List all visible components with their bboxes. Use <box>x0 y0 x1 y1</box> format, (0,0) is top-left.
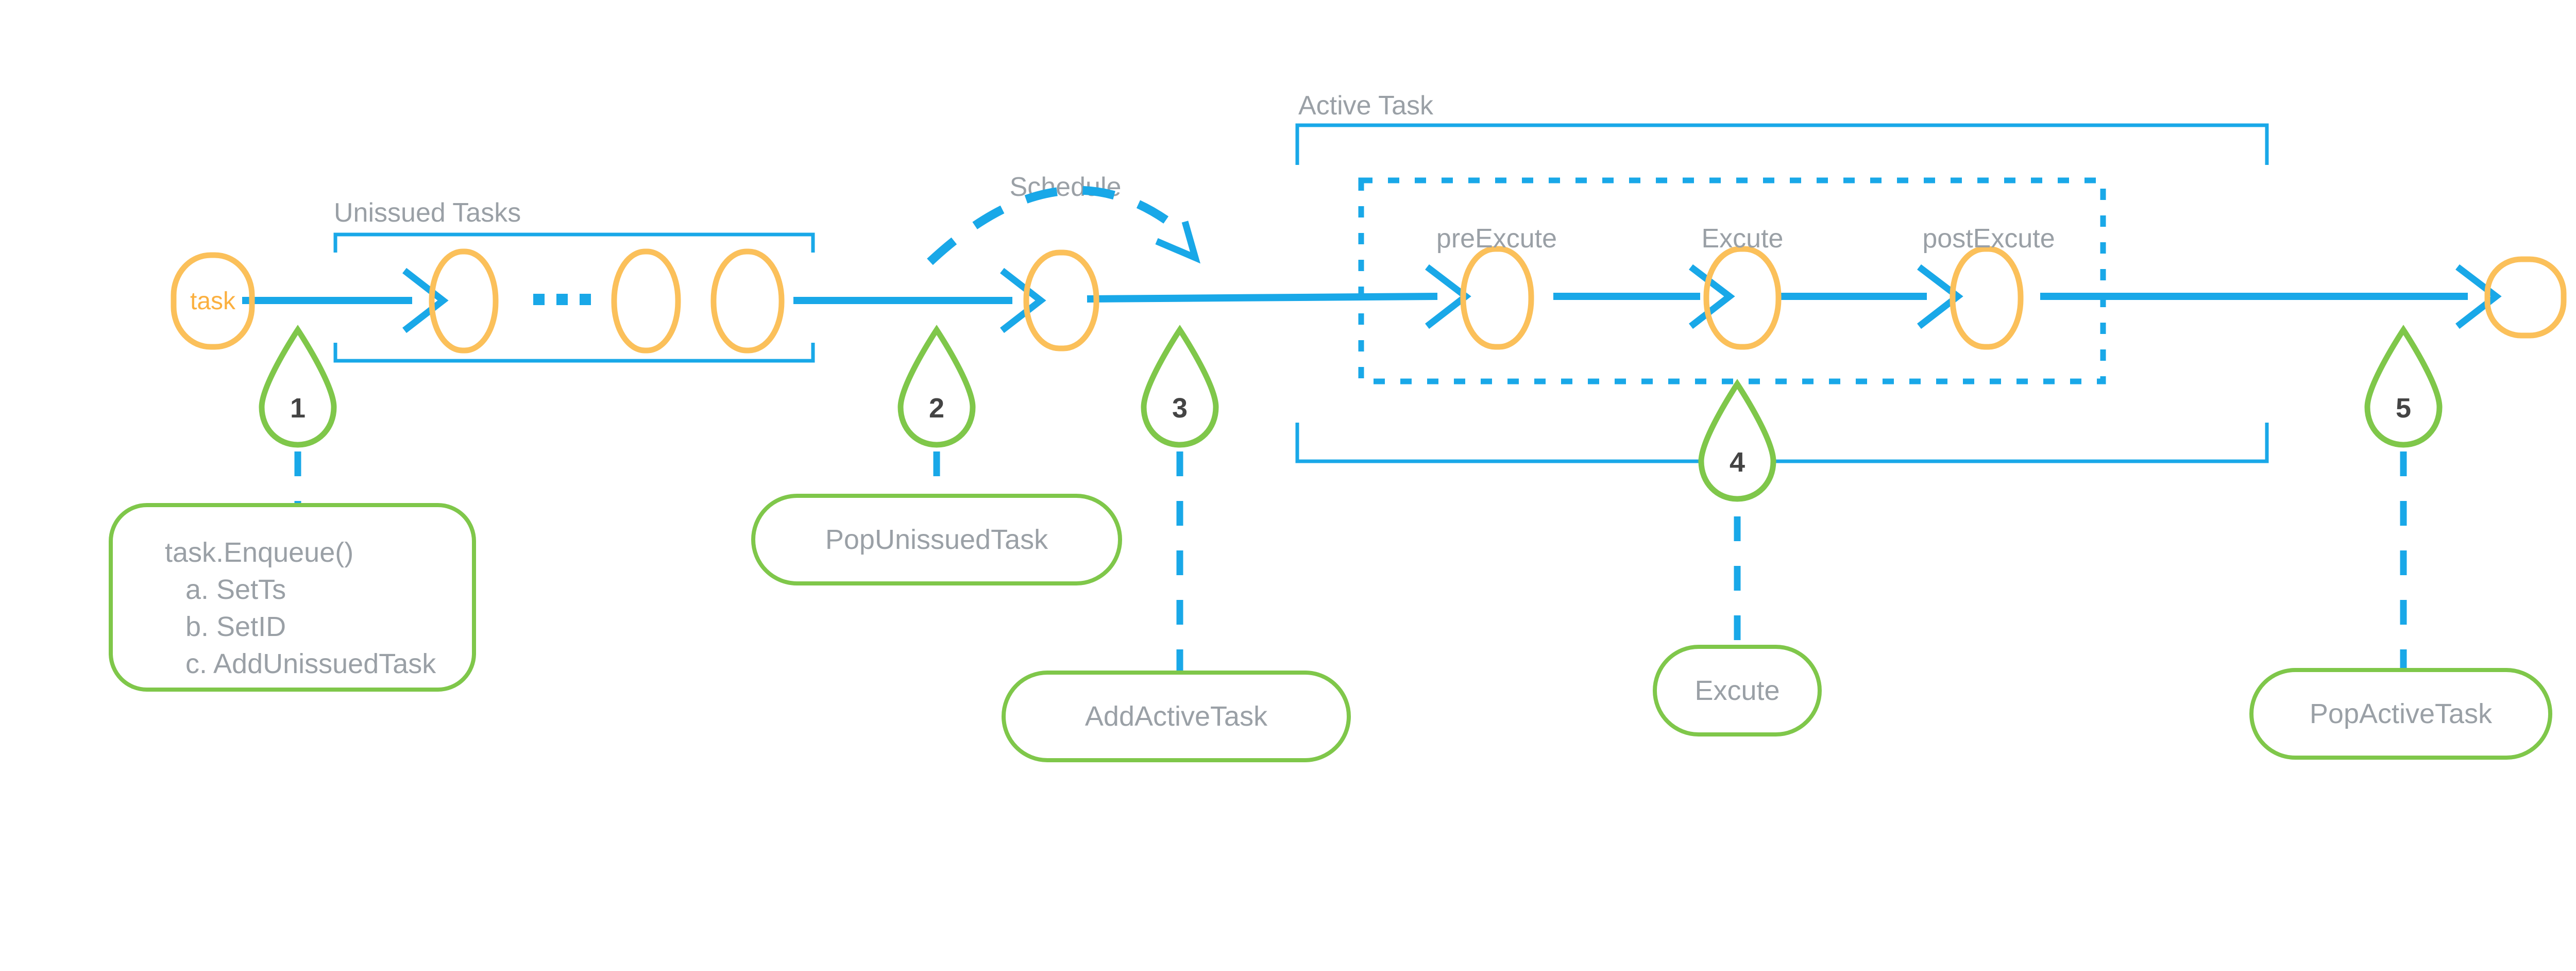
step-marker-4-number: 4 <box>1730 447 1745 478</box>
execute-pipeline-dotted-box <box>1358 177 2106 384</box>
callout-pop-unissued-label: PopUnissuedTask <box>825 524 1048 555</box>
active-task-label: Active Task <box>1298 91 1434 121</box>
callout-enqueue-box <box>109 503 476 692</box>
step-marker-2[interactable]: 2 <box>897 325 976 448</box>
unissued-tasks-bracket-top <box>333 232 815 253</box>
callout-add-active-label: AddActiveTask <box>1085 701 1268 732</box>
step-marker-1-number: 1 <box>290 393 306 424</box>
node-task[interactable] <box>171 252 255 350</box>
active-task-bracket-top <box>1295 123 2269 165</box>
step-markers: 1 2 3 4 5 <box>259 325 2443 502</box>
stage-label-post-execute: postExcute <box>1922 224 2055 254</box>
pipeline-nodes: task <box>171 246 2567 354</box>
active-task-bracket-bottom <box>1295 423 2269 463</box>
main-flow-line <box>242 293 2468 304</box>
queue-ellipsis-icon <box>533 294 591 305</box>
stage-label-pre-execute: preExcute <box>1436 224 1557 254</box>
node-task-label: task <box>190 288 236 315</box>
callout-enqueue-line-2: a. SetTs <box>185 574 286 605</box>
step-marker-5[interactable]: 5 <box>2364 325 2443 448</box>
step-marker-5-number: 5 <box>2396 393 2411 424</box>
step-marker-3-number: 3 <box>1172 393 1188 424</box>
callout-pop-active[interactable]: PopActiveTask <box>2249 668 2552 760</box>
callout-add-active[interactable]: AddActiveTask <box>1002 671 1351 762</box>
callout-enqueue-line-4: c. AddUnissuedTask <box>185 648 436 679</box>
callout-enqueue[interactable]: task.Enqueue() a. SetTs b. SetID c. AddU… <box>109 503 476 692</box>
callout-pop-active-box <box>2249 668 2552 760</box>
flow-segment-schedule-to-pre <box>1087 293 1438 303</box>
arrowhead-into-queue <box>402 267 449 333</box>
step-marker-2-number: 2 <box>929 393 944 424</box>
node-queued-1[interactable] <box>429 248 499 354</box>
callout-boxes: task.Enqueue() a. SetTs b. SetID c. AddU… <box>109 494 2552 762</box>
node-pre-execute[interactable] <box>1460 246 1534 350</box>
step-marker-4[interactable]: 4 <box>1698 379 1776 502</box>
arrowhead-into-done <box>2455 264 2502 329</box>
callout-pop-unissued-box <box>751 494 1122 585</box>
marker-connectors <box>294 402 2407 698</box>
stage-labels: preExcute Excute postExcute <box>1436 224 2055 254</box>
node-done[interactable] <box>2484 256 2567 339</box>
callout-excute-label: Excute <box>1694 675 1780 706</box>
arrowhead-into-schedule <box>1000 267 1046 333</box>
node-post-execute[interactable] <box>1950 246 2024 350</box>
schedule-arc-group: Schedule <box>927 172 1200 265</box>
callout-enqueue-line-1: task.Enqueue() <box>165 537 353 568</box>
arrowhead-into-post-execute <box>1917 264 1963 329</box>
callout-excute[interactable]: Excute <box>1653 645 1822 736</box>
callout-excute-box <box>1653 645 1822 736</box>
node-queued-3[interactable] <box>710 248 785 354</box>
stage-label-execute: Excute <box>1702 224 1784 254</box>
node-execute[interactable] <box>1703 246 1782 350</box>
schedule-arrowhead <box>1155 221 1200 264</box>
callout-add-active-box <box>1002 671 1351 762</box>
schedule-dashed-arc <box>927 186 1188 265</box>
node-scheduled[interactable] <box>1023 249 1099 351</box>
arrowhead-into-execute <box>1689 264 1735 329</box>
node-queued-2[interactable] <box>611 248 681 354</box>
callout-enqueue-line-3: b. SetID <box>185 611 286 642</box>
unissued-tasks-bracket-bottom <box>333 343 815 363</box>
callout-pop-unissued[interactable]: PopUnissuedTask <box>751 494 1122 585</box>
unissued-tasks-section: Unissued Tasks <box>333 198 815 363</box>
step-marker-1[interactable]: 1 <box>259 325 337 448</box>
active-task-section: Active Task <box>1295 91 2269 463</box>
flow-arrowheads <box>402 264 2502 333</box>
callout-pop-active-label: PopActiveTask <box>2310 698 2493 729</box>
unissued-tasks-label: Unissued Tasks <box>334 198 521 228</box>
step-marker-3[interactable]: 3 <box>1141 325 1219 448</box>
